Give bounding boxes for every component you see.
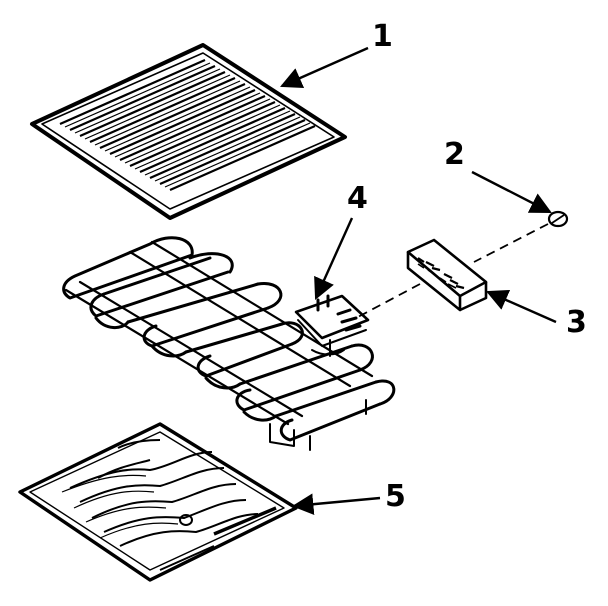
callout-2: 2 [444, 137, 465, 172]
callout-3: 3 [566, 305, 587, 340]
drip-pan [18, 422, 298, 582]
screw [547, 210, 569, 228]
leader-1 [280, 46, 369, 89]
alignment-line [355, 223, 549, 319]
callout-4: 4 [347, 181, 368, 216]
heating-element [62, 236, 396, 451]
callout-5: 5 [385, 479, 406, 514]
leader-2 [471, 170, 552, 214]
leader-5 [291, 493, 381, 515]
leader-4 [314, 217, 354, 300]
broil-pan-grid [30, 43, 347, 220]
terminal-block [406, 238, 488, 312]
leader-3 [486, 289, 557, 324]
leader-lines [280, 46, 557, 515]
callout-1: 1 [372, 19, 393, 54]
